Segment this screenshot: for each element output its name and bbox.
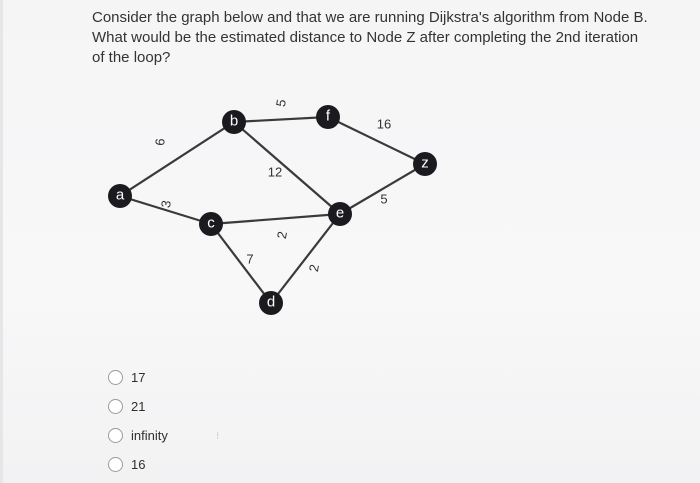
radio-button[interactable] [108,369,123,385]
radio-button[interactable] [108,456,123,472]
weight-c-d: 7 [246,252,253,267]
edge-c-d [210,223,272,304]
node-b-label: b [230,113,238,130]
option-16[interactable]: 16 [108,453,168,475]
edge-c-e [210,212,341,226]
edge-a-b [119,121,235,197]
weight-b-e: 12 [268,165,282,180]
node-c-label: c [207,215,215,232]
node-c: c [199,212,223,236]
weight-f-z: 16 [377,117,391,132]
node-e-label: e [336,205,344,222]
node-f: f [316,105,340,129]
question-line-1: Consider the graph below and that we are… [92,9,648,26]
option-21[interactable]: 21 [108,395,168,417]
stray-mark: ⁝ [216,431,220,442]
option-label: infinity [131,427,168,443]
edge-a-c [119,194,212,226]
edge-b-f [233,115,329,124]
question-line-3: of the loop? [92,49,171,66]
edge-f-z [327,116,426,165]
radio-button[interactable] [108,398,123,414]
radio-button[interactable] [108,427,123,443]
option-17[interactable]: 17 [108,366,168,388]
option-infinity[interactable]: infinity [108,424,168,446]
option-label: 16 [131,456,146,472]
left-edge-divider [0,0,3,483]
weight-c-e: 2 [274,230,290,240]
node-z-label: z [421,155,429,172]
edge-d-e [270,213,341,304]
weight-b-f: 5 [273,98,289,108]
weight-a-b: 6 [152,138,168,147]
option-label: 21 [131,398,146,414]
weight-e-z: 5 [380,192,387,207]
answer-options: 17 21 infinity 16 [108,366,168,482]
node-z: z [413,152,437,176]
weight-a-c: 3 [158,199,174,209]
node-b: b [222,110,246,134]
node-d-label: d [267,294,275,311]
option-label: 17 [131,369,146,385]
question-line-2: What would be the estimated distance to … [92,29,639,46]
node-e: e [328,202,352,226]
node-a-label: a [116,187,125,204]
weight-d-e: 2 [306,263,322,273]
node-f-label: f [326,108,331,125]
edge-b-e [233,121,341,215]
edge-e-z [339,163,426,215]
question-text: Consider the graph below and that we are… [92,8,672,68]
node-d: d [259,291,283,315]
node-a: a [108,184,132,208]
